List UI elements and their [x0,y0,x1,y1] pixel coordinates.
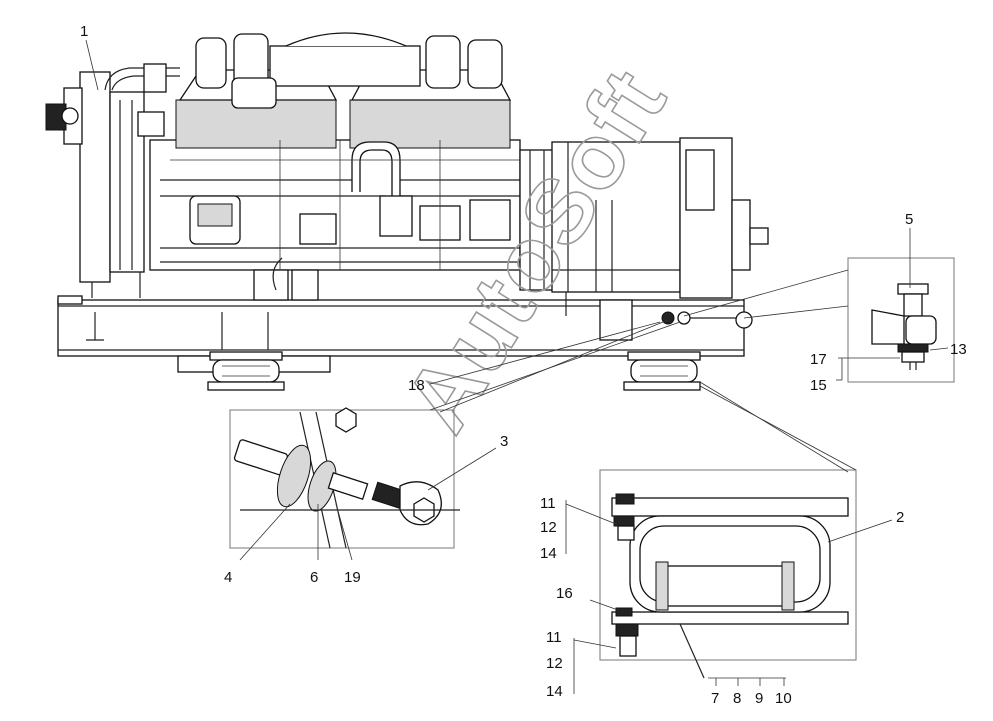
callout-11-upper: 11 [540,495,556,512]
callout-14-lower: 14 [546,683,563,700]
callout-7: 7 [711,690,719,707]
radiator-fan-assembly [45,67,180,298]
detail-lifting-eye [229,319,681,549]
callout-4: 4 [224,569,232,586]
detail-terminal-connection [683,257,955,383]
engine-block [137,32,521,301]
alternator [551,137,769,341]
callout-6: 6 [310,569,318,586]
anti-vibration-mount-left [207,351,285,391]
callout-12-upper: 12 [540,519,557,536]
leader-lines [85,39,949,694]
callout-16: 16 [556,585,573,602]
callout-3: 3 [500,433,508,450]
callout-12-lower: 12 [546,655,563,672]
callout-14-upper: 14 [540,545,557,562]
callout-13: 13 [950,341,967,358]
callout-18: 18 [408,377,425,394]
detail-mount [599,381,857,679]
callout-15: 15 [810,377,827,394]
callout-2: 2 [896,509,904,526]
anti-vibration-mount-right [623,351,701,391]
callout-10: 10 [775,690,792,707]
callout-1: 1 [80,23,88,40]
callout-9: 9 [755,690,763,707]
callout-19: 19 [344,569,361,586]
callout-5: 5 [905,211,913,228]
callout-17: 17 [810,351,827,368]
callout-labels: 1 5 13 17 15 18 3 4 6 19 11 12 14 2 16 1… [80,23,967,707]
flywheel-housing [519,149,555,291]
callout-8: 8 [733,690,741,707]
callout-11-lower: 11 [546,629,562,646]
